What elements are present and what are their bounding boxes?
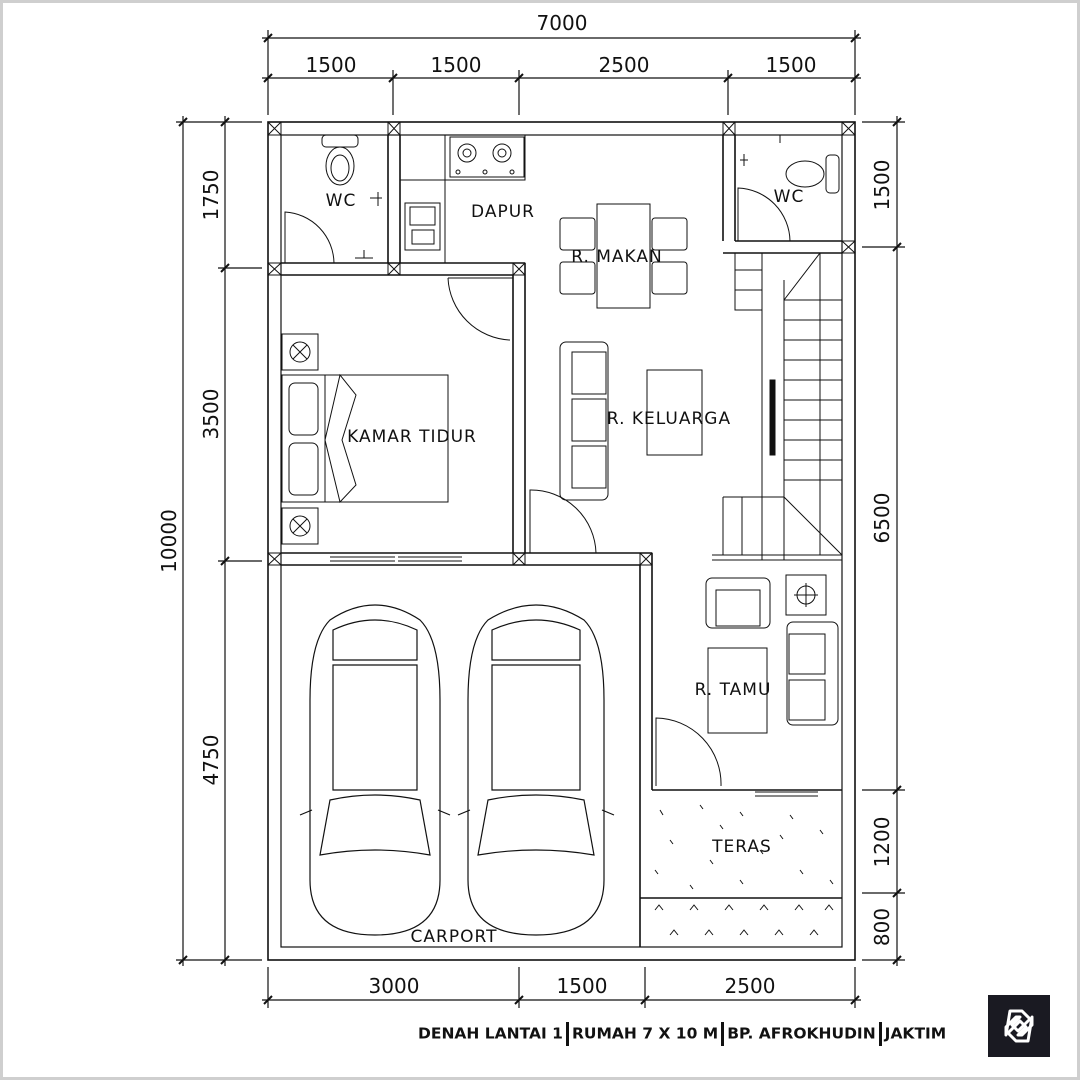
room-label-teras: TERAS <box>711 837 772 857</box>
dim-bottom-2: 1500 <box>557 974 608 998</box>
doors <box>284 187 818 797</box>
dim-bottom-1: 3000 <box>369 974 420 998</box>
dim-right-3: 1200 <box>870 817 894 868</box>
door-wc-right <box>737 187 791 242</box>
dim-top-1: 1500 <box>306 53 357 77</box>
dim-left-total: 10000 <box>157 509 181 573</box>
caption-divider <box>721 1022 725 1046</box>
dimension-labels: 7000 1500 1500 2500 1500 10000 1750 3500… <box>157 11 894 998</box>
toilet-right <box>740 135 840 194</box>
stairs <box>712 252 843 561</box>
drawing-caption: DENAH LANTAI 1 RUMAH 7 X 10 M BP. AFROKHUD… <box>418 1022 946 1046</box>
door-tamu <box>655 717 722 787</box>
teras-hatch <box>654 804 834 936</box>
living-set <box>705 574 839 734</box>
room-label-carport: CARPORT <box>411 927 498 947</box>
car-2 <box>457 604 615 936</box>
dim-right-4: 800 <box>870 908 894 946</box>
kitchen-counter <box>400 135 526 263</box>
dining-set <box>559 203 688 309</box>
door-bedroom <box>447 277 513 341</box>
room-label-dapur: DAPUR <box>471 202 535 222</box>
brand-logo <box>988 995 1050 1057</box>
dim-top-3: 2500 <box>599 53 650 77</box>
room-label-makan: R. MAKAN <box>571 247 663 267</box>
dim-top-total: 7000 <box>537 11 588 35</box>
family-sofa <box>559 341 703 501</box>
dim-top-2: 1500 <box>431 53 482 77</box>
door-family <box>529 489 597 554</box>
dim-top-4: 1500 <box>766 53 817 77</box>
room-label-wc-right: WC <box>774 187 805 207</box>
room-label-wc-left: WC <box>326 191 357 211</box>
dim-left-1: 1750 <box>199 170 223 221</box>
caption-title: DENAH LANTAI 1 <box>418 1024 563 1043</box>
toilet-left <box>321 134 382 259</box>
walls <box>267 121 856 961</box>
dim-left-3: 4750 <box>199 735 223 786</box>
caption-house: RUMAH 7 X 10 M <box>571 1024 719 1043</box>
dim-right-1: 1500 <box>870 160 894 211</box>
door-wc-left <box>284 211 335 264</box>
logo-icon <box>1004 1009 1034 1043</box>
bed <box>281 333 449 545</box>
dim-right-2: 6500 <box>870 493 894 544</box>
window-bedroom <box>330 556 462 562</box>
room-label-kamar: KAMAR TIDUR <box>347 427 477 447</box>
caption-location: JAKTIM <box>884 1024 947 1043</box>
caption-divider <box>878 1022 882 1046</box>
caption-divider <box>565 1022 569 1046</box>
room-label-tamu: R. TAMU <box>695 680 772 700</box>
dim-left-2: 3500 <box>199 389 223 440</box>
dim-bottom-3: 2500 <box>725 974 776 998</box>
window-teras <box>755 791 818 797</box>
dimension-lines <box>176 30 905 1008</box>
car-1 <box>299 604 451 936</box>
caption-owner: BP. AFROKHUDIN <box>727 1024 876 1043</box>
room-label-keluarga: R. KELUARGA <box>607 409 731 429</box>
